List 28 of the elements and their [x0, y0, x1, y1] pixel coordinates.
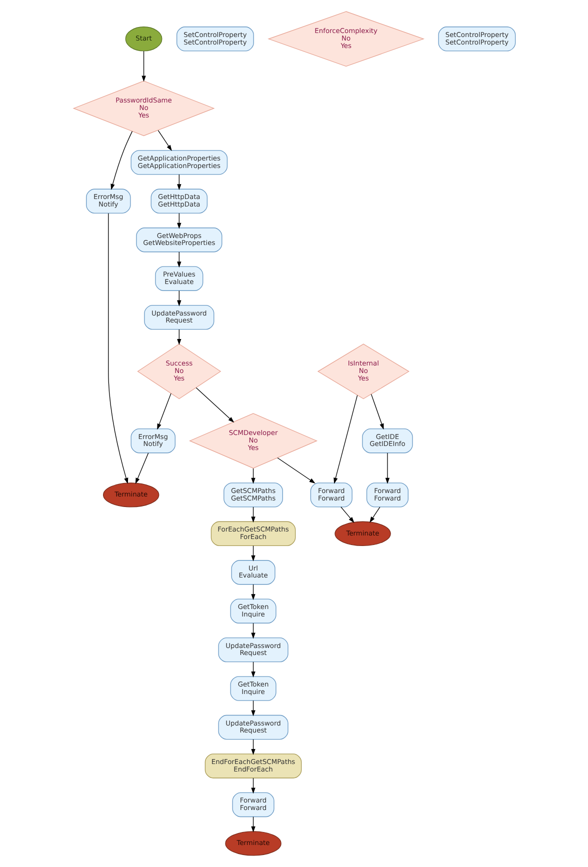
arrow [333, 395, 358, 484]
arrow [370, 394, 384, 430]
arrow [250, 778, 255, 794]
arrow [134, 452, 148, 484]
arrow [176, 329, 181, 345]
arrow [108, 213, 128, 484]
arrow [141, 50, 146, 82]
arrow [157, 130, 172, 151]
arrow [250, 468, 255, 484]
arrow [250, 700, 255, 716]
arrow [250, 584, 255, 600]
arrow [250, 506, 255, 523]
arrow [250, 662, 255, 678]
arrow [156, 393, 171, 430]
arrow [250, 545, 255, 562]
arrow [250, 816, 255, 832]
arrow [340, 506, 354, 523]
arrow [110, 130, 132, 190]
arrow [250, 739, 255, 755]
arrow [369, 506, 380, 523]
arrow [176, 290, 181, 306]
arrow [250, 622, 255, 639]
arrow [384, 452, 390, 484]
arrow [176, 174, 181, 190]
arrow [176, 252, 181, 268]
arrow [176, 212, 181, 229]
arrow [195, 387, 234, 423]
arrow [276, 458, 315, 484]
